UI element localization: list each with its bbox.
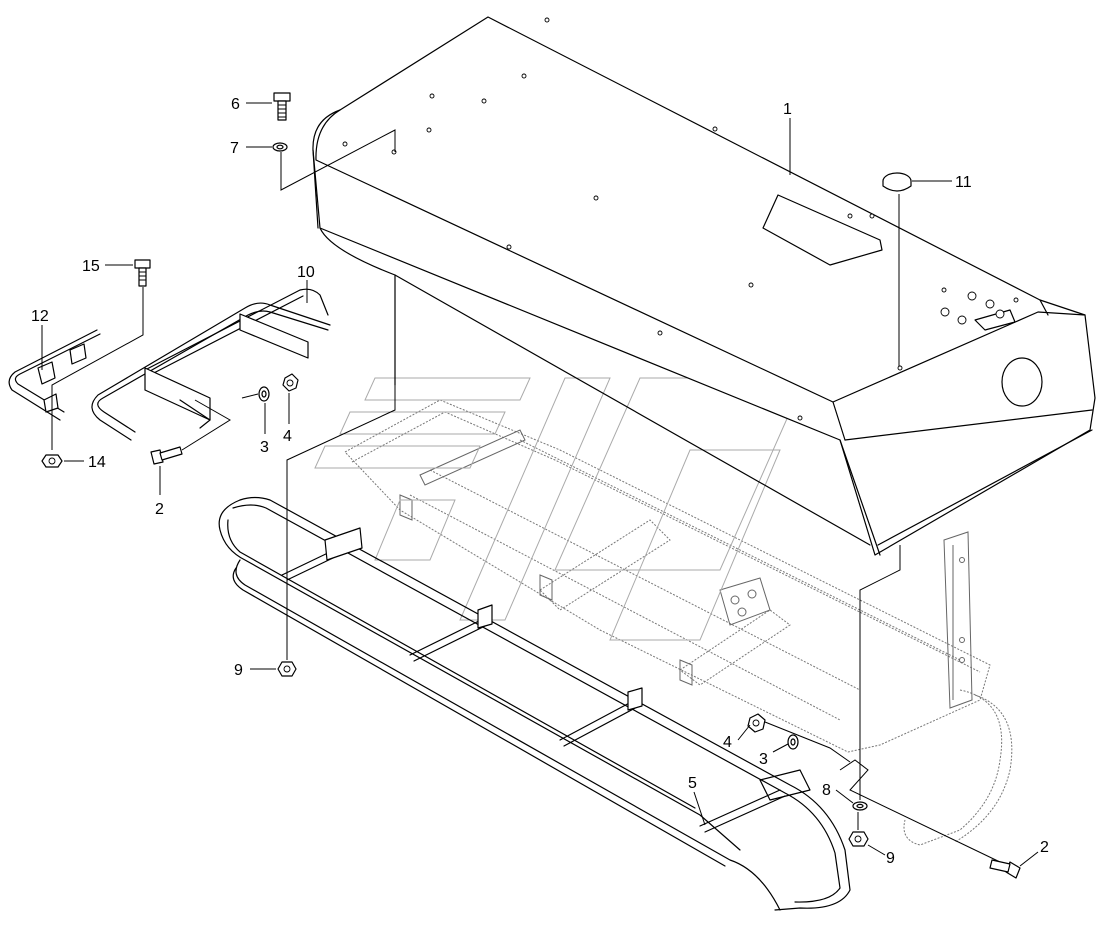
callout-10: 10 [297, 264, 315, 281]
nut-part-9-left [277, 661, 297, 677]
leader-line-9-left [286, 385, 396, 660]
nut-part-9-right [848, 831, 869, 847]
bolt-part-6 [273, 92, 291, 121]
leader-line-3-4-right [764, 721, 1001, 863]
callout-1: 1 [783, 101, 792, 118]
callout-leaders [41, 102, 1039, 867]
bolt-part-15 [134, 259, 151, 287]
leader-line-6-7 [280, 129, 396, 191]
callout-4-left: 4 [283, 428, 292, 445]
bolt-part-2-right [989, 859, 1021, 879]
callout-11: 11 [955, 174, 972, 191]
hood-holes [342, 17, 1019, 421]
frame-assembly-ghost [344, 399, 1013, 846]
leader-line-bracket-bolt [181, 393, 259, 451]
washer-part-3-right [787, 734, 799, 750]
callout-9-right: 9 [886, 850, 895, 867]
nut-part-4-left [282, 373, 299, 392]
callout-12: 12 [31, 308, 49, 325]
callout-7: 7 [230, 140, 239, 157]
washer-part-8 [852, 801, 868, 811]
nut-part-4-right [747, 713, 766, 733]
rail-bracket-part-10 [91, 288, 331, 441]
leader-line-8-9-right [857, 545, 901, 830]
callout-8: 8 [822, 782, 831, 799]
clip-part-12 [8, 329, 101, 421]
washer-part-3-left [258, 386, 270, 402]
callout-9-left: 9 [234, 662, 243, 679]
callout-3-right: 3 [759, 751, 768, 768]
callout-2-left: 2 [155, 501, 164, 518]
callout-14: 14 [88, 454, 106, 471]
callout-15: 15 [82, 258, 100, 275]
hood-cover [312, 16, 1096, 556]
callout-5: 5 [688, 775, 697, 792]
nut-part-14 [41, 454, 63, 468]
leader-line-15 [51, 287, 144, 450]
callout-2-right: 2 [1040, 839, 1049, 856]
callout-3-left: 3 [260, 439, 269, 456]
callout-4-right: 4 [723, 734, 732, 751]
callout-6: 6 [231, 96, 240, 113]
washer-part-7 [272, 142, 288, 152]
bolt-part-2-left [150, 446, 183, 465]
long-rail-part-5 [218, 496, 851, 911]
callout-labels: 1 2 2 3 3 4 4 5 6 7 8 9 9 10 11 12 14 15 [31, 96, 1049, 867]
knob-part-11 [882, 172, 912, 366]
